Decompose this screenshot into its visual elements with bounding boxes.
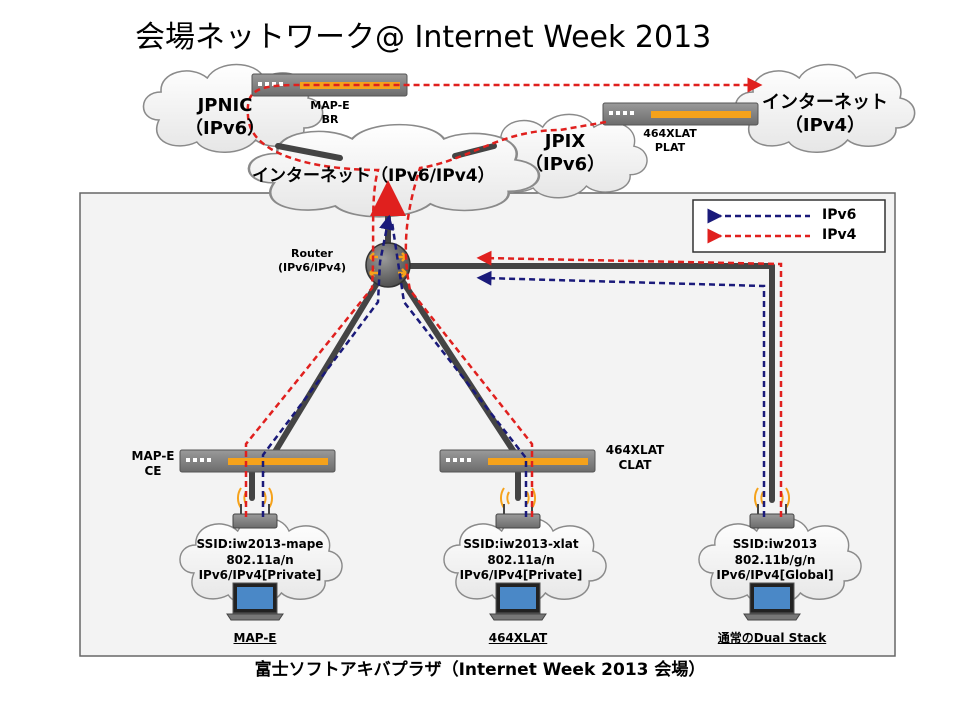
internet-v4-name: インターネット xyxy=(762,92,888,113)
mape-ce-label: MAP-E CE xyxy=(128,449,178,479)
laptop-icon-dual xyxy=(743,582,801,621)
mape-br-line2: BR xyxy=(321,112,339,126)
internet-v4-label: インターネット （IPv4） xyxy=(760,92,890,137)
ap-addr: IPv6/IPv4[Private] xyxy=(459,568,583,583)
venue-caption: 富士ソフトアキバプラザ（Internet Week 2013 会場） xyxy=(254,660,706,680)
jpnic-proto: （IPv6） xyxy=(185,117,266,139)
ap-ssid: SSID:iw2013-xlat xyxy=(463,537,579,551)
caption-xlat: 464XLAT xyxy=(488,631,548,645)
router-line1: Router xyxy=(290,247,333,260)
ap-label-xlat: SSID:iw2013-xlat 802.11a/n IPv6/IPv4[Pri… xyxy=(446,537,596,584)
legend-ipv6-label: IPv6 xyxy=(822,207,857,223)
ipv4-paths xyxy=(244,77,783,517)
router-label: Router (IPv6/IPv4) xyxy=(272,247,352,275)
xlat-plat-device xyxy=(602,102,759,126)
xlat-plat-label: 464XLAT PLAT xyxy=(640,127,700,155)
xlat-plat-line1: 464XLAT xyxy=(643,127,697,140)
mape-ce-device xyxy=(179,449,336,473)
jpix-name: JPIX xyxy=(544,131,586,152)
ap-label-dual: SSID:iw2013 802.11b/g/n IPv6/IPv4[Global… xyxy=(700,537,850,584)
access-point-dual xyxy=(749,487,795,529)
xlat-clat-label: 464XLAT CLAT xyxy=(600,443,670,473)
legend-ipv4-label: IPv4 xyxy=(822,227,857,243)
mape-ce-line1: MAP-E xyxy=(131,449,175,463)
xlat-clat-device xyxy=(439,449,596,473)
ap-standard: 802.11b/g/n xyxy=(734,552,816,567)
ipv6-paths xyxy=(261,214,766,517)
internet-mixed-label: インターネット（IPv6/IPv4） xyxy=(252,166,495,186)
router-line2: (IPv6/IPv4) xyxy=(277,260,347,274)
laptop-icon-mape xyxy=(226,582,284,621)
ap-standard: 802.11a/n xyxy=(487,552,555,567)
mape-br-label: MAP-E BR xyxy=(305,99,355,127)
jpnic-label: JPNIC （IPv6） xyxy=(185,95,265,140)
legend xyxy=(692,199,886,253)
physical-links xyxy=(249,143,775,503)
ap-addr: IPv6/IPv4[Private] xyxy=(198,568,322,583)
mape-br-line1: MAP-E xyxy=(310,99,350,112)
jpnic-name: JPNIC xyxy=(197,95,253,116)
ap-label-mape: SSID:iw2013-mape 802.11a/n IPv6/IPv4[Pri… xyxy=(185,537,335,584)
ap-standard: 802.11a/n xyxy=(226,552,294,567)
access-point-mape xyxy=(232,487,278,529)
ap-ssid: SSID:iw2013-mape xyxy=(196,537,324,551)
page-title: 会場ネットワーク@ Internet Week 2013 xyxy=(135,20,712,55)
caption-mape: MAP-E xyxy=(233,631,277,645)
xlat-plat-line2: PLAT xyxy=(654,140,686,154)
mape-ce-line2: CE xyxy=(144,464,162,478)
xlat-clat-line1: 464XLAT xyxy=(605,443,665,457)
ap-addr: IPv6/IPv4[Global] xyxy=(716,568,834,583)
ap-ssid: SSID:iw2013 xyxy=(732,537,818,551)
xlat-clat-line2: CLAT xyxy=(618,458,652,472)
laptop-icon-xlat xyxy=(489,582,547,621)
caption-dual: 通常のDual Stack xyxy=(717,631,827,645)
jpix-label: JPIX （IPv6） xyxy=(525,131,605,176)
internet-v4-proto: （IPv4） xyxy=(784,114,866,136)
jpix-proto: （IPv6） xyxy=(525,153,606,175)
